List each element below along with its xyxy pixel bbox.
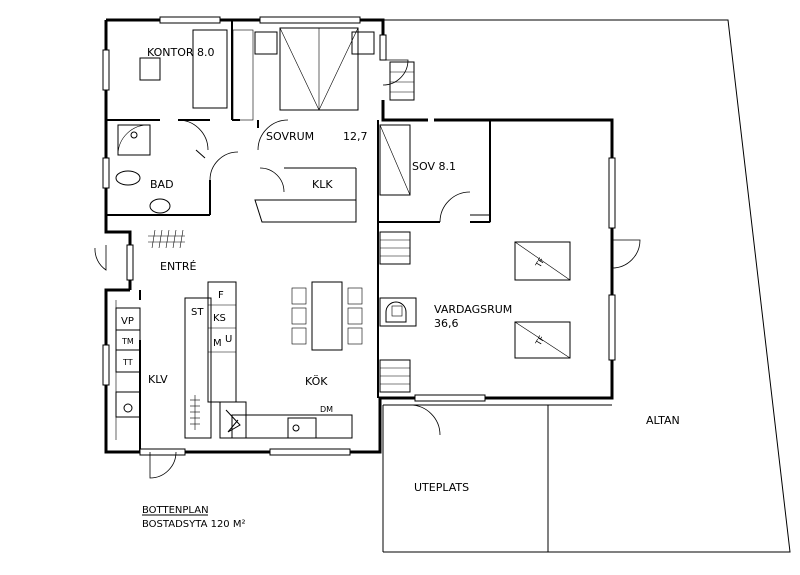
- fixture-label-f: F: [218, 290, 224, 301]
- dining-table: [291, 281, 363, 351]
- room-label-vardagsrum: VARDAGSRUM: [434, 303, 512, 316]
- window: [414, 394, 486, 402]
- bad-door-arc: [177, 119, 209, 151]
- kontor-desk: [139, 29, 228, 109]
- window: [379, 34, 387, 61]
- room-label-klv: KLV: [148, 373, 168, 386]
- room-label-uteplats: UTEPLATS: [414, 481, 469, 494]
- room-label-sov: SOV 8.1: [412, 160, 456, 173]
- fixture-label-u: U: [225, 334, 232, 345]
- fixture-label-vp: VP: [121, 316, 134, 327]
- window: [608, 294, 616, 361]
- fixture-label-dm: DM: [320, 405, 333, 414]
- altan-door-arc: [611, 239, 641, 269]
- klv-fixtures: [115, 300, 141, 440]
- kontor-balcony-door: [382, 59, 409, 86]
- klk-door-arc: [259, 167, 285, 193]
- sov-door-arc: [439, 191, 471, 223]
- fireplace: [379, 297, 417, 327]
- doors: [94, 59, 641, 479]
- bed: [254, 27, 375, 111]
- stairs: [379, 61, 415, 393]
- window: [102, 157, 110, 189]
- bad-fixtures: [115, 124, 206, 214]
- room-label-kontor: KONTOR 8.0: [147, 46, 215, 59]
- window: [102, 344, 110, 386]
- toilet-icon: [115, 170, 141, 186]
- plan-title: BOTTENPLAN: [142, 505, 209, 516]
- window: [102, 49, 110, 91]
- sovrum-door-arc: [257, 119, 289, 151]
- room-label-altan: ALTAN: [646, 414, 680, 427]
- fixture-label-tf: TF: [533, 334, 546, 348]
- window: [126, 244, 134, 281]
- window: [159, 16, 221, 24]
- kitchen-cabinets: [184, 281, 353, 439]
- sov-wardrobe: [379, 124, 491, 223]
- room-area-vardagsrum: 36,6: [434, 317, 459, 330]
- altan-outline: [383, 19, 791, 553]
- entre-rack: [148, 229, 185, 249]
- sofa: [514, 241, 571, 359]
- stove-icon: [219, 401, 247, 439]
- fixture-label-ks: KS: [213, 313, 226, 324]
- window: [608, 157, 616, 229]
- room-label-kok: KÖK: [305, 375, 328, 388]
- fixture-label-st: ST: [191, 307, 204, 318]
- room-label-bad: BAD: [150, 178, 174, 191]
- klk-wardrobe: [254, 167, 357, 223]
- klv-door-arc: [149, 451, 177, 479]
- fixture-label-tf: TF: [533, 256, 546, 270]
- window: [259, 16, 361, 24]
- kontor-shelves: [232, 29, 254, 121]
- uteplats-outline: [382, 404, 612, 552]
- uteplats-door-arc: [409, 404, 441, 436]
- sink-icon: [123, 403, 133, 413]
- window: [139, 448, 186, 456]
- room-area-sovrum: 12,7: [343, 130, 368, 143]
- entry-door-arc: [94, 245, 107, 271]
- fixture-label-tt: TT: [122, 358, 133, 367]
- room-label-klk: KLK: [312, 178, 333, 191]
- fixture-label-tm: TM: [121, 337, 134, 346]
- windows: [102, 16, 616, 456]
- plan-area: BOSTADSYTA 120 M²: [142, 519, 246, 530]
- sink-icon: [287, 417, 317, 439]
- sink-icon: [149, 198, 171, 214]
- fixture-label-m: M: [213, 338, 222, 349]
- room-label-sovrum: SOVRUM: [266, 130, 314, 143]
- shower-icon: [130, 131, 138, 139]
- bad-door-arc-2: [209, 151, 239, 181]
- window: [269, 448, 351, 456]
- room-label-entre: ENTRÉ: [160, 260, 197, 273]
